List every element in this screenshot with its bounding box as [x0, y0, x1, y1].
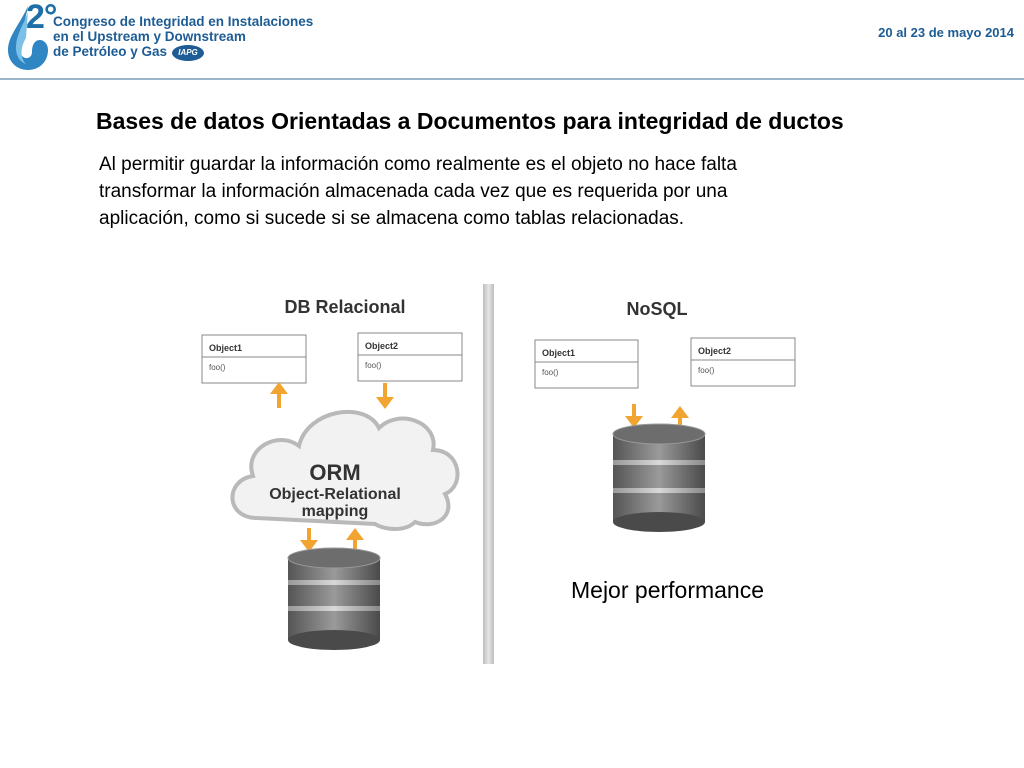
- right-panel-title: NoSQL: [627, 299, 688, 319]
- slide-body: Al permitir guardar la información como …: [99, 151, 899, 232]
- left-panel-title: DB Relacional: [284, 297, 405, 317]
- orm-line-1: Object-Relational: [269, 486, 401, 503]
- right-object2-method: foo(): [698, 366, 715, 375]
- slide-title: Bases de datos Orientadas a Documentos p…: [96, 108, 844, 134]
- iapg-badge: IAPG: [172, 45, 204, 61]
- water-drop-logo-icon: [8, 6, 48, 70]
- slide-header: 2° Congreso de Integridad en Instalacion…: [0, 0, 1024, 82]
- left-object1-method: foo(): [209, 363, 226, 372]
- right-object1-label: Object1: [542, 348, 575, 358]
- left-object2-method: foo(): [365, 361, 382, 370]
- right-database-icon: [612, 423, 706, 532]
- body-line-1: Al permitir guardar la información como …: [99, 154, 737, 175]
- performance-caption: Mejor performance: [571, 577, 765, 603]
- logo-text-line-3: de Petróleo y Gas: [53, 44, 168, 59]
- body-line-3: aplicación, como si sucede si se almacen…: [99, 208, 685, 229]
- left-object1-box: Object1 foo(): [201, 334, 307, 384]
- logo-text-line-1: Congreso de Integridad en Instalaciones: [53, 14, 314, 29]
- left-object1-label: Object1: [209, 343, 242, 353]
- db-comparison-diagram: DB Relacional NoSQL Object1 foo() Object…: [201, 284, 796, 664]
- header-divider: [0, 78, 1024, 80]
- right-object2-box: Object2 foo(): [690, 337, 796, 387]
- left-object2-box: Object2 foo(): [357, 332, 463, 382]
- arrow-down-icon: [300, 528, 318, 552]
- orm-line-2: mapping: [302, 503, 369, 520]
- arrow-down-icon: [625, 404, 643, 428]
- orm-cloud: ORM Object-Relational mapping: [230, 409, 460, 531]
- event-date: 20 al 23 de mayo 2014: [878, 25, 1014, 40]
- left-object2-label: Object2: [365, 341, 398, 351]
- left-database-icon: [287, 547, 381, 650]
- logo-number: 2°: [26, 0, 58, 36]
- right-object1-box: Object1 foo(): [534, 339, 639, 389]
- right-object1-method: foo(): [542, 368, 559, 377]
- body-line-2: transformar la información almacenada ca…: [99, 181, 728, 202]
- arrow-up-icon: [346, 528, 364, 552]
- column-divider: [483, 284, 494, 664]
- arrow-up-icon: [270, 382, 288, 408]
- arrow-down-icon: [376, 383, 394, 409]
- arrow-up-icon: [671, 406, 689, 430]
- right-object2-label: Object2: [698, 346, 731, 356]
- logo-text-line-2: en el Upstream y Downstream: [53, 29, 246, 44]
- orm-title: ORM: [309, 460, 360, 485]
